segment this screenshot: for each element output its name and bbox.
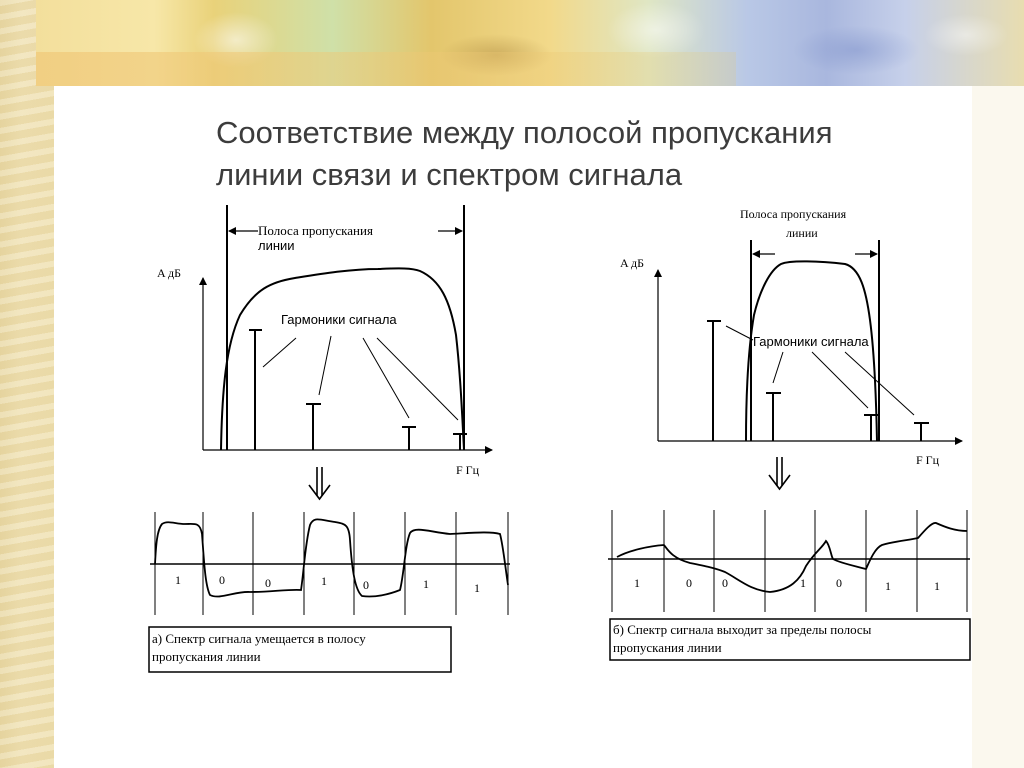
left-caption-line-2: пропускания линии	[152, 649, 261, 664]
right-harmonics	[707, 320, 929, 441]
left-bit-7: 1	[474, 581, 480, 595]
right-y-axis-label: A дБ	[620, 256, 644, 270]
right-passband-curve	[745, 260, 878, 442]
left-passband-curve	[220, 267, 465, 451]
right-harmonics-label: Гармоники сигнала	[753, 334, 869, 349]
right-bit-7: 1	[934, 579, 940, 593]
left-down-arrow-icon	[308, 467, 331, 501]
left-bit-6: 1	[423, 577, 429, 591]
left-bit-2: 0	[219, 573, 225, 587]
right-bit-1: 1	[634, 576, 640, 590]
left-harmonic-pointers	[262, 335, 459, 421]
right-bit-2: 0	[686, 576, 692, 590]
left-harmonics-label: Гармоники сигнала	[281, 312, 397, 327]
right-spectrum	[654, 240, 963, 445]
right-x-axis-label: F Гц	[916, 453, 940, 467]
right-caption-box	[609, 618, 971, 661]
right-bit-4: 1	[800, 576, 806, 590]
left-bit-5: 0	[363, 578, 369, 592]
left-band-label-1: Полоса пропускания	[258, 223, 373, 238]
left-bit-3: 0	[265, 576, 271, 590]
slide-title: Соответствие между полосой пропускания л…	[216, 112, 936, 196]
right-waveform	[608, 510, 970, 612]
right-bit-dividers	[611, 510, 968, 612]
right-band-label-1: Полоса пропускания	[740, 207, 847, 221]
right-harmonic-pointers	[725, 325, 915, 416]
right-band-label-2: линии	[786, 226, 818, 240]
right-caption-line-2: пропускания линии	[613, 640, 722, 655]
decorative-left-strip	[0, 0, 54, 768]
left-y-axis-label: A дБ	[157, 266, 181, 280]
left-harmonics	[249, 329, 467, 450]
right-down-arrow-icon	[768, 457, 791, 491]
right-bit-6: 1	[885, 579, 891, 593]
decorative-banner-band	[36, 52, 736, 86]
left-bit-1: 1	[175, 573, 181, 587]
left-spectrum	[199, 205, 493, 454]
left-signal-trace	[154, 518, 509, 598]
left-bit-4: 1	[321, 574, 327, 588]
right-bit-3: 0	[722, 576, 728, 590]
title-line-1: Соответствие между полосой пропускания	[216, 115, 833, 150]
left-bit-labels: 1 0 0 1 0 1 1	[175, 573, 480, 595]
right-signal-trace	[616, 522, 968, 593]
right-bit-labels: 1 0 0 1 0 1 1	[634, 576, 940, 593]
right-caption-line-1: б) Спектр сигнала выходит за пределы пол…	[613, 622, 872, 637]
left-waveform	[150, 512, 510, 615]
title-line-2: линии связи и спектром сигнала	[216, 157, 683, 192]
left-band-label-2: линии	[258, 238, 295, 253]
left-caption-box	[148, 626, 452, 673]
left-caption-line-1: а) Спектр сигнала умещается в полосу	[152, 631, 366, 646]
right-bit-5: 0	[836, 576, 842, 590]
left-x-axis-label: F Гц	[456, 463, 480, 477]
